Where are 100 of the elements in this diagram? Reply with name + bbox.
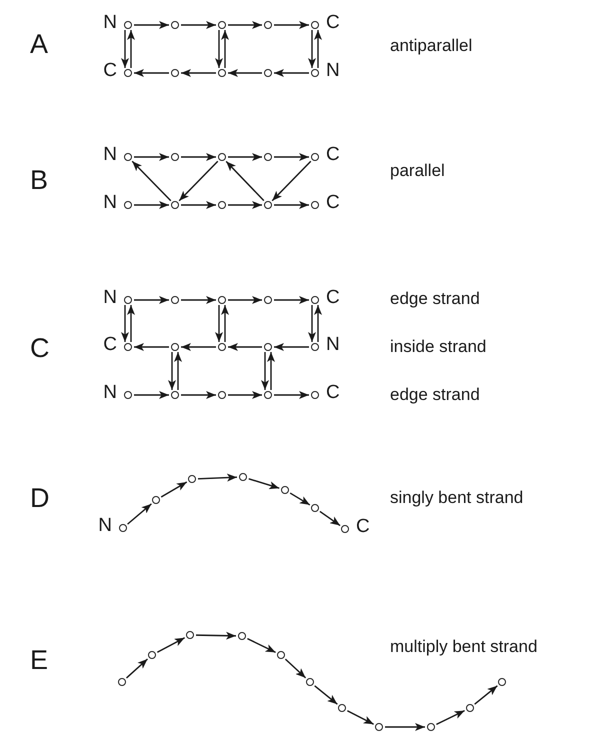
arrow: [308, 305, 316, 342]
residue-circle: [498, 678, 506, 686]
terminus-label: C: [326, 193, 340, 213]
residue-circle: [188, 475, 196, 483]
arrow: [314, 30, 322, 68]
terminus-label: N: [103, 145, 117, 165]
arrow: [228, 391, 262, 399]
terminus-label: C: [356, 517, 370, 537]
residue-circle: [264, 69, 272, 77]
residue-circle: [218, 153, 226, 161]
arrow: [134, 391, 169, 399]
residue-circle: [427, 723, 435, 731]
arrow: [121, 30, 129, 68]
arrow: [274, 343, 309, 351]
arrow: [274, 69, 309, 77]
residue-circle: [311, 153, 319, 161]
residue-circle: [218, 391, 226, 399]
arrow: [127, 305, 135, 342]
arrow: [134, 343, 169, 351]
residue-circle: [466, 704, 474, 712]
arrow: [174, 352, 182, 390]
arrow: [134, 296, 169, 304]
arrow: [385, 723, 425, 731]
arrow: [221, 305, 229, 342]
arrow: [274, 201, 309, 209]
residue-circle: [171, 69, 179, 77]
residue-circle: [124, 21, 132, 29]
arrow: [134, 21, 169, 29]
arrow: [248, 478, 280, 490]
arrow: [134, 201, 169, 209]
arrow: [221, 30, 229, 68]
residue-circle: [171, 391, 179, 399]
arrow: [198, 474, 238, 482]
arrow: [127, 503, 152, 525]
arrow: [274, 296, 309, 304]
residue-circle: [218, 201, 226, 209]
residue-circle: [186, 631, 194, 639]
terminus-label: N: [103, 193, 117, 213]
arrow: [474, 685, 498, 705]
residue-circle: [118, 678, 126, 686]
arrow: [228, 201, 262, 209]
arrow: [181, 201, 216, 209]
residue-circle: [311, 201, 319, 209]
panel-letter: D: [30, 484, 50, 514]
residue-circle: [264, 153, 272, 161]
arrow: [178, 160, 218, 202]
arrow: [284, 658, 306, 678]
arrow: [314, 685, 338, 705]
residue-circle: [311, 21, 319, 29]
arrow: [314, 305, 322, 342]
residue-circle: [264, 296, 272, 304]
arrow: [134, 69, 169, 77]
arrow: [228, 343, 262, 351]
residue-circle: [264, 21, 272, 29]
residue-circle: [338, 704, 346, 712]
strand-description: multiply bent strand: [390, 638, 538, 657]
arrow: [134, 153, 169, 161]
residue-circle: [281, 486, 289, 494]
strand-description: edge strand: [390, 290, 480, 309]
terminus-label: N: [103, 13, 117, 33]
residue-circle: [311, 504, 319, 512]
residue-circle: [264, 391, 272, 399]
residue-circle: [277, 651, 285, 659]
residue-circle: [124, 153, 132, 161]
residue-circle: [148, 651, 156, 659]
arrow: [261, 352, 269, 390]
residue-circle: [311, 69, 319, 77]
arrow: [132, 160, 172, 202]
terminus-label: C: [103, 61, 117, 81]
residue-circle: [218, 296, 226, 304]
terminus-label: C: [326, 13, 340, 33]
residue-circle: [218, 21, 226, 29]
strand-description: inside strand: [390, 338, 486, 357]
residue-circle: [171, 343, 179, 351]
panel-letter: A: [30, 30, 48, 60]
residue-circle: [341, 525, 349, 533]
terminus-label: N: [98, 516, 112, 536]
terminus-label: N: [103, 383, 117, 403]
arrow: [228, 153, 262, 161]
arrow: [181, 296, 216, 304]
residue-circle: [124, 391, 132, 399]
arrow: [181, 69, 216, 77]
arrow: [181, 343, 216, 351]
arrow: [181, 391, 216, 399]
terminus-label: C: [326, 145, 340, 165]
arrow: [196, 632, 236, 640]
arrow: [308, 30, 316, 68]
arrow: [267, 352, 275, 390]
residue-circle: [124, 69, 132, 77]
residue-circle: [171, 21, 179, 29]
arrow: [181, 21, 216, 29]
residue-circle: [238, 632, 246, 640]
arrow: [215, 30, 223, 68]
panel-letter: E: [30, 646, 48, 676]
arrow: [126, 658, 148, 678]
arrow: [228, 296, 262, 304]
terminus-label: N: [103, 288, 117, 308]
strand-description: parallel: [390, 162, 445, 181]
residue-circle: [311, 343, 319, 351]
residue-circle: [311, 296, 319, 304]
